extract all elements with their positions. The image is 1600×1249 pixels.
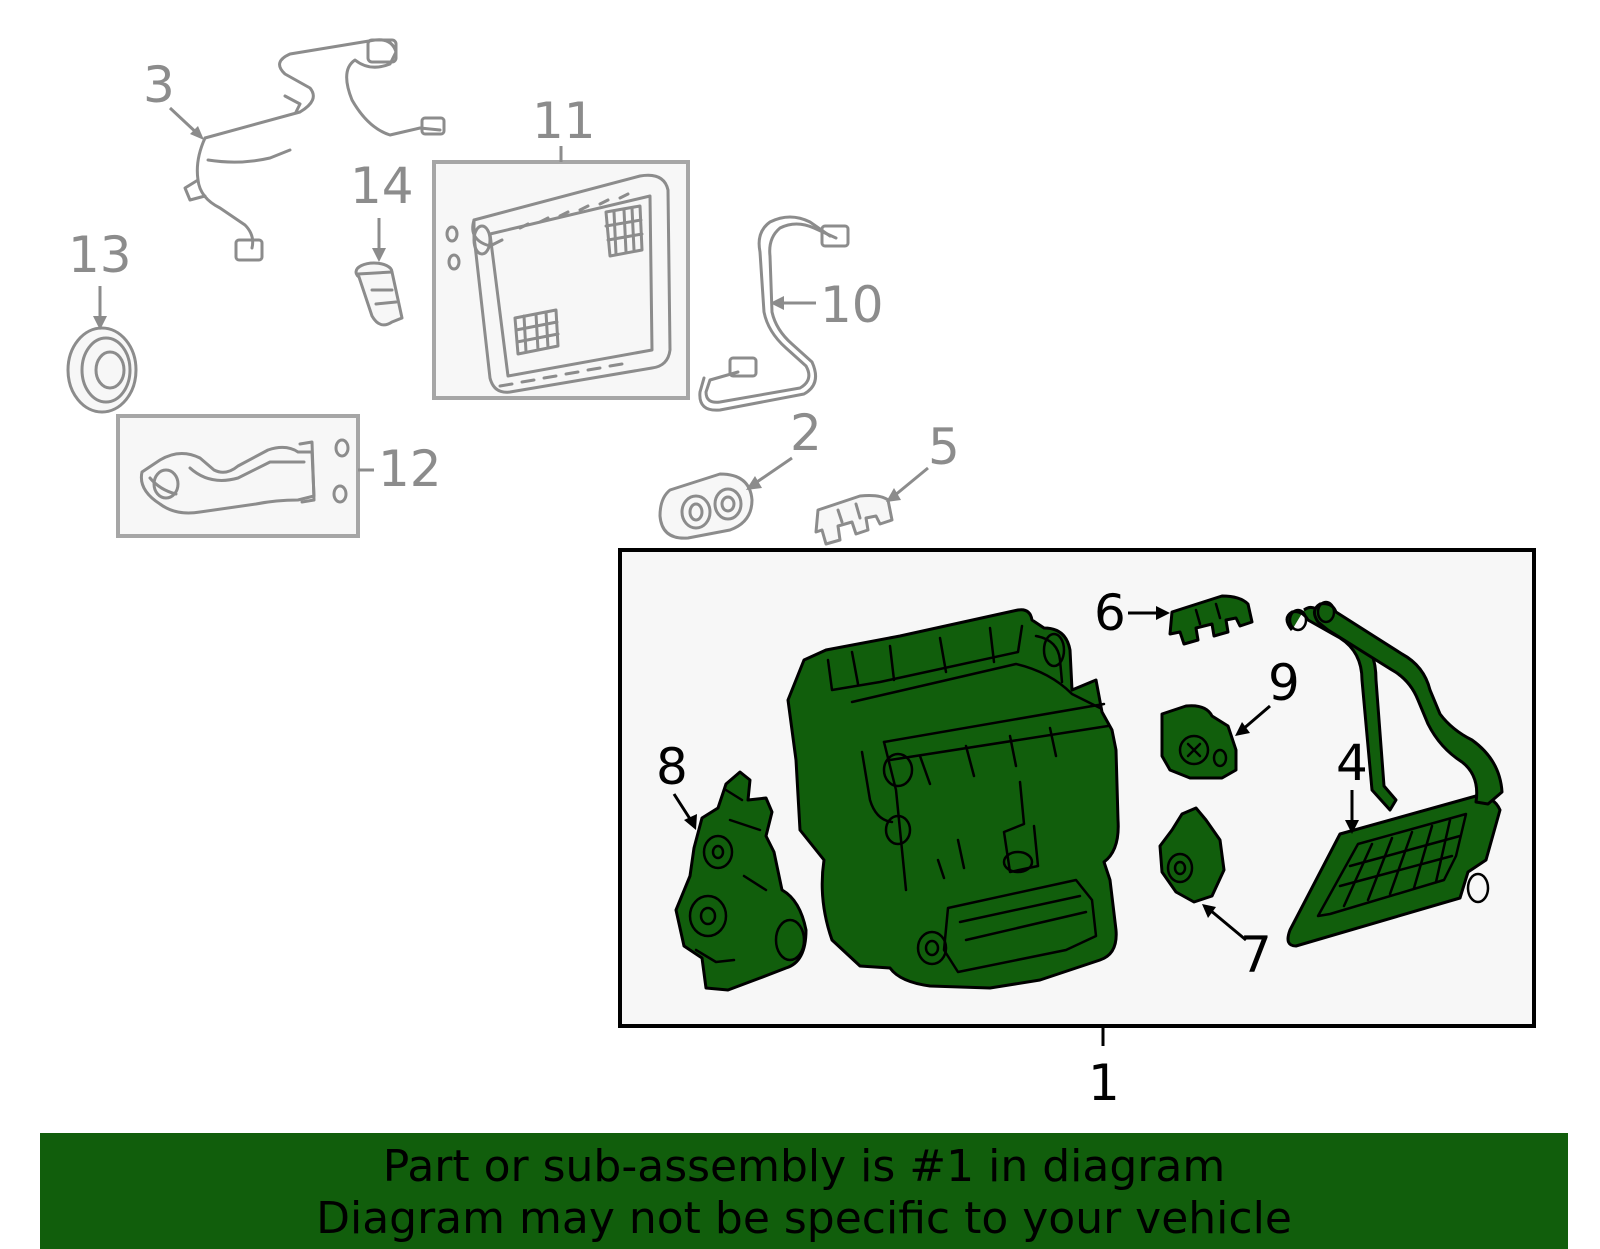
callout-9: 9	[1268, 654, 1300, 712]
info-banner: Part or sub-assembly is #1 in diagram Di…	[40, 1133, 1568, 1249]
part-3-wire-harness	[183, 38, 446, 262]
arrowhead-14	[372, 248, 386, 262]
part-6-bracket	[1168, 594, 1254, 646]
callout-14: 14	[350, 157, 414, 215]
arrowhead-4	[1345, 820, 1359, 834]
callout-1: 1	[1088, 1054, 1120, 1112]
leader-2	[753, 456, 793, 486]
part-12-pipe	[139, 438, 350, 515]
part-7-actuator	[1158, 806, 1226, 904]
part-1-hvac-housing	[786, 608, 1120, 990]
leader-5	[893, 466, 929, 498]
arrowhead-8	[684, 814, 697, 830]
callout-4: 4	[1336, 734, 1368, 792]
leader-7	[1209, 908, 1247, 942]
arrowhead-5	[886, 488, 901, 502]
part-11-evaporator	[445, 173, 672, 394]
callout-13: 13	[68, 226, 132, 284]
callout-2: 2	[790, 404, 822, 462]
arrowhead-10	[770, 296, 784, 310]
callout-5: 5	[928, 418, 960, 476]
callout-10: 10	[820, 276, 884, 334]
part-4-heater-core	[1285, 600, 1504, 948]
part-2-seal	[658, 472, 754, 540]
part-13-grommet	[66, 326, 138, 414]
callout-12: 12	[378, 440, 442, 498]
arrowhead-7	[1202, 904, 1216, 918]
part-14-plug	[354, 261, 404, 327]
part-9-actuator	[1160, 704, 1238, 780]
leader-8	[672, 793, 694, 823]
callout-7: 7	[1240, 926, 1272, 984]
arrowhead-9	[1235, 722, 1250, 736]
callout-3: 3	[143, 56, 175, 114]
arrowhead-3	[190, 126, 204, 140]
arrowhead-13	[93, 316, 107, 330]
leader-9	[1241, 704, 1271, 732]
callout-8: 8	[656, 738, 688, 796]
arrowhead-6	[1156, 606, 1170, 620]
arrowhead-2	[746, 476, 762, 490]
banner-line-2: Diagram may not be specific to your vehi…	[316, 1193, 1292, 1244]
part-5-bracket	[814, 494, 894, 546]
banner-line-1: Part or sub-assembly is #1 in diagram	[382, 1141, 1226, 1192]
callout-11: 11	[532, 92, 596, 150]
part-10-sensor-wire	[698, 215, 850, 412]
part-8-actuator	[674, 770, 808, 992]
callout-6: 6	[1094, 584, 1126, 642]
